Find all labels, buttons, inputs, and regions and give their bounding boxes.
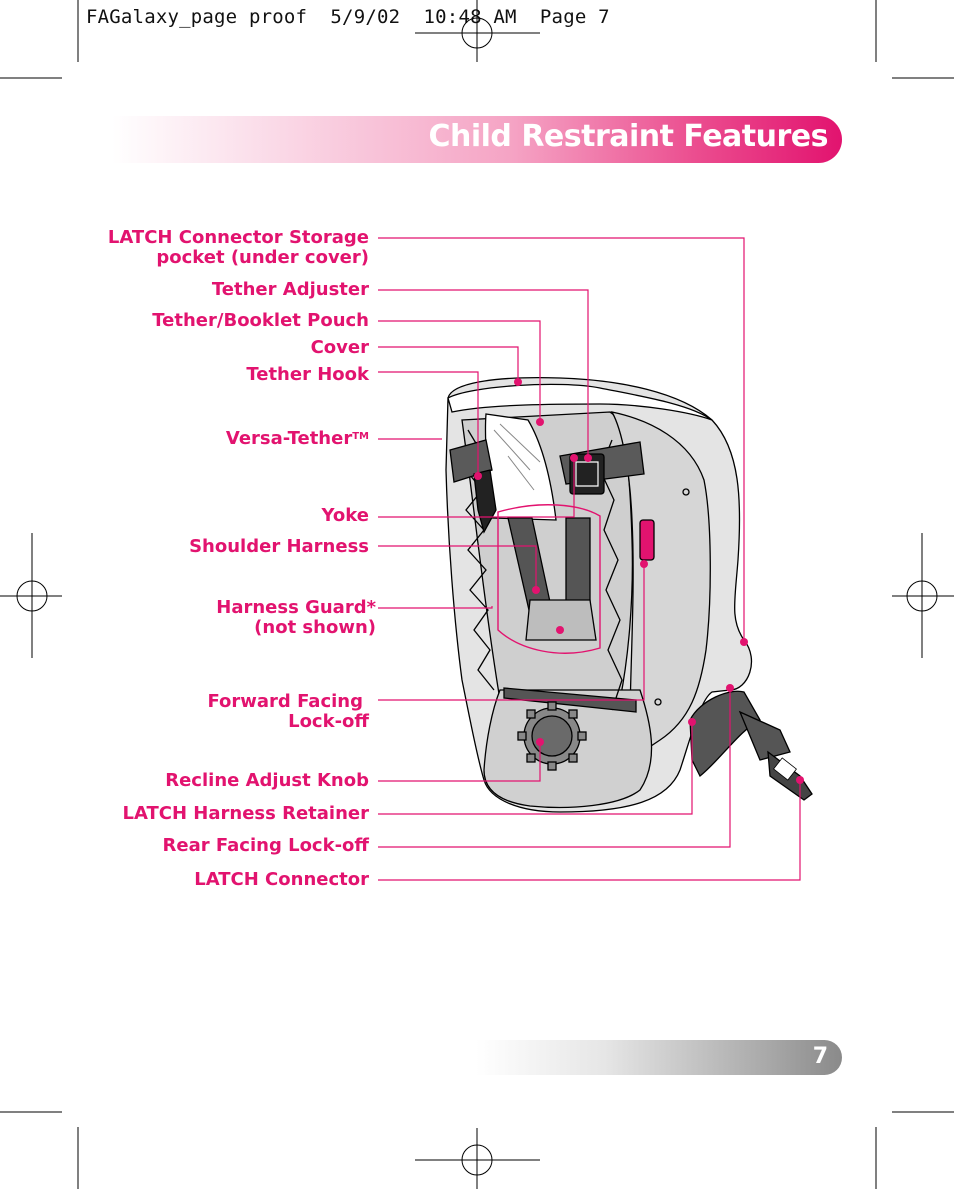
leader-dots [474,378,804,784]
label-tether-booklet-pouch: Tether/Booklet Pouch [152,310,369,331]
label-versa-tether-text: Versa-Tether [225,428,353,449]
label-forward-facing: Forward Facing Lock-off [207,692,369,732]
label-forward-facing-line2: Lock-off [288,711,369,732]
car-seat-illustration [445,377,813,813]
label-harness-guard-line1: Harness Guard* [216,597,376,618]
trademark-mark: TM [352,431,369,442]
label-versa-tether: Versa-TetherTM [226,429,369,449]
registration-mark-right [892,533,954,658]
page-number-bar: 7 [476,1040,842,1075]
forward-lockoff-shape [639,519,655,561]
label-shoulder-harness: Shoulder Harness [189,536,369,557]
label-recline-knob: Recline Adjust Knob [165,770,369,791]
label-forward-facing-line1: Forward Facing [207,691,363,712]
label-rear-facing-lockoff: Rear Facing Lock-off [162,835,369,856]
leader-lines [378,237,801,881]
label-tether-hook: Tether Hook [246,364,369,385]
label-cover: Cover [310,337,369,358]
yoke-buckle [569,453,605,495]
page-title: Child Restraint Features [428,119,828,154]
label-latch-storage-line1: LATCH Connector Storage [107,227,369,248]
label-latch-harness-retainer: LATCH Harness Retainer [122,803,369,824]
label-yoke: Yoke [321,505,369,526]
seat-headrest [447,383,713,421]
label-latch-connector: LATCH Connector [194,869,369,890]
label-harness-guard: Harness Guard* (not shown) [216,598,376,638]
seat-side-wing [610,411,711,762]
seat-padding-right [599,439,623,711]
label-latch-storage-line2: pocket (under cover) [156,247,369,268]
registration-mark-left [0,533,62,658]
label-harness-guard-line2: (not shown) [254,617,376,638]
registration-mark-top [415,0,540,62]
label-latch-storage: LATCH Connector Storage pocket (under co… [108,228,369,268]
title-banner: Child Restraint Features [112,116,842,163]
label-tether-adjuster: Tether Adjuster [211,279,369,300]
registration-mark-bottom [415,1128,540,1189]
proof-header: FAGalaxy_page proof 5/9/02 10:48 AM Page… [86,6,610,28]
page-number: 7 [812,1044,828,1069]
